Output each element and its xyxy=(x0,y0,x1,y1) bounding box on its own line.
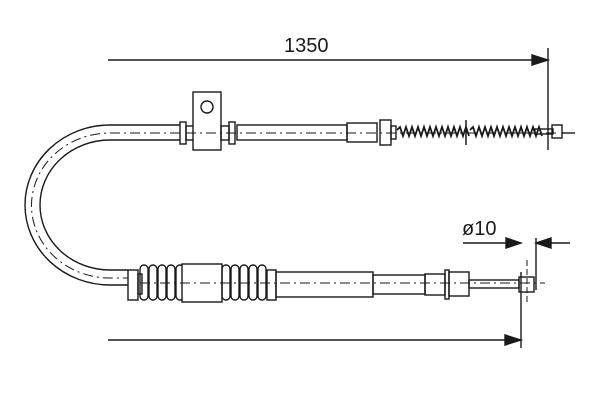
diameter-label: ø10 xyxy=(462,218,497,240)
length-dimension-bottom xyxy=(108,272,524,348)
upper-cable-assembly xyxy=(179,91,575,151)
length-label: 1350 xyxy=(284,35,329,57)
diameter-dimension xyxy=(463,237,570,290)
lower-cable-assembly xyxy=(127,260,545,305)
cable-sheath-bend xyxy=(24,124,180,286)
